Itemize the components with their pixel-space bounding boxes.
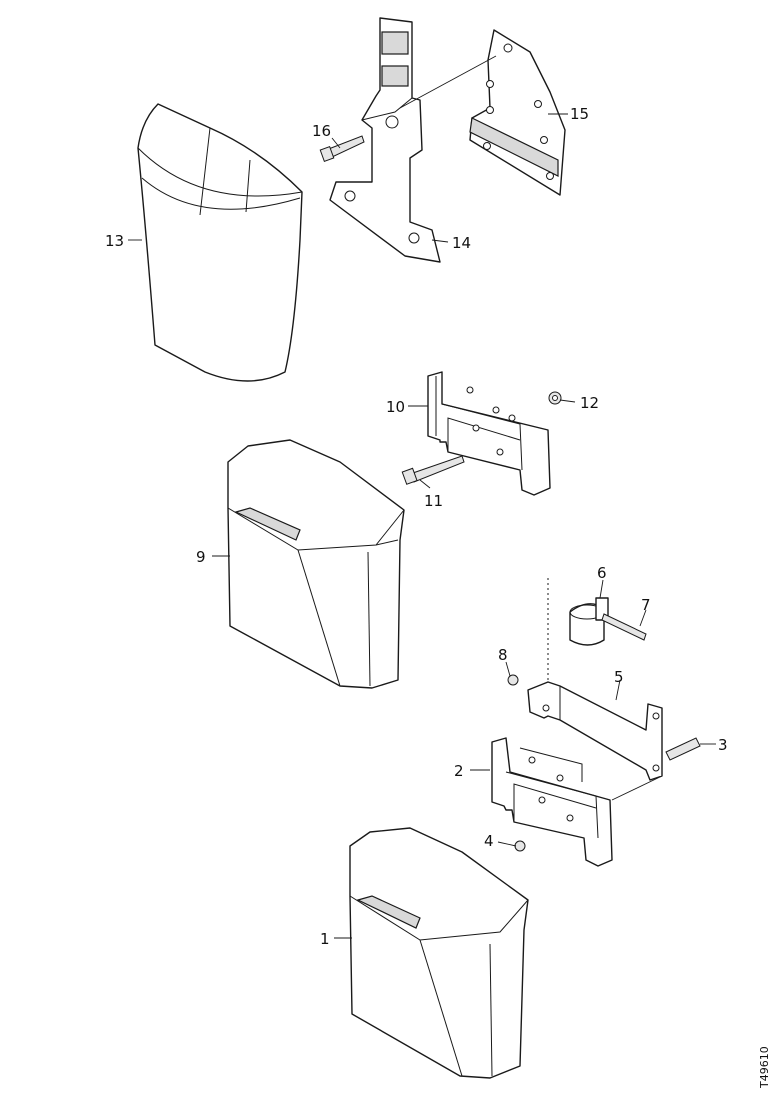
part-13-liner: [137, 103, 303, 382]
callout-3: 3: [718, 736, 728, 754]
leader-lines: [128, 55, 716, 939]
callout-9: 9: [196, 548, 206, 566]
callout-11: 11: [424, 492, 443, 510]
callout-10: 10: [386, 398, 405, 416]
part-9-container: [227, 439, 405, 689]
part-8-nut: [507, 674, 519, 686]
callout-7: 7: [641, 596, 651, 614]
drawing-reference: T49610: [758, 1046, 771, 1089]
part-15-plate: [469, 29, 566, 196]
callout-4: 4: [484, 832, 494, 850]
callout-14: 14: [452, 234, 471, 252]
callout-5: 5: [614, 668, 624, 686]
part-10-bracket: [427, 371, 551, 496]
part-2-bracket: [491, 737, 613, 867]
part-11-bolt: [401, 455, 465, 485]
callout-12: 12: [580, 394, 599, 412]
part-1-container: [349, 827, 529, 1079]
part-14-bracket: [329, 17, 441, 263]
part-6-clamp: [569, 597, 609, 646]
callout-6: 6: [597, 564, 607, 582]
part-12-nut: [548, 391, 562, 405]
part-16-bolt: [319, 135, 365, 162]
part-4-nut: [514, 840, 526, 852]
callout-15: 15: [570, 105, 589, 123]
part-5-bracket: [527, 681, 663, 781]
part-7-screw: [601, 613, 647, 641]
callout-8: 8: [498, 646, 508, 664]
part-3-bolt: [665, 737, 701, 761]
callout-1: 1: [320, 930, 330, 948]
callout-13: 13: [105, 232, 124, 250]
callout-16: 16: [312, 122, 331, 140]
callout-2: 2: [454, 762, 464, 780]
